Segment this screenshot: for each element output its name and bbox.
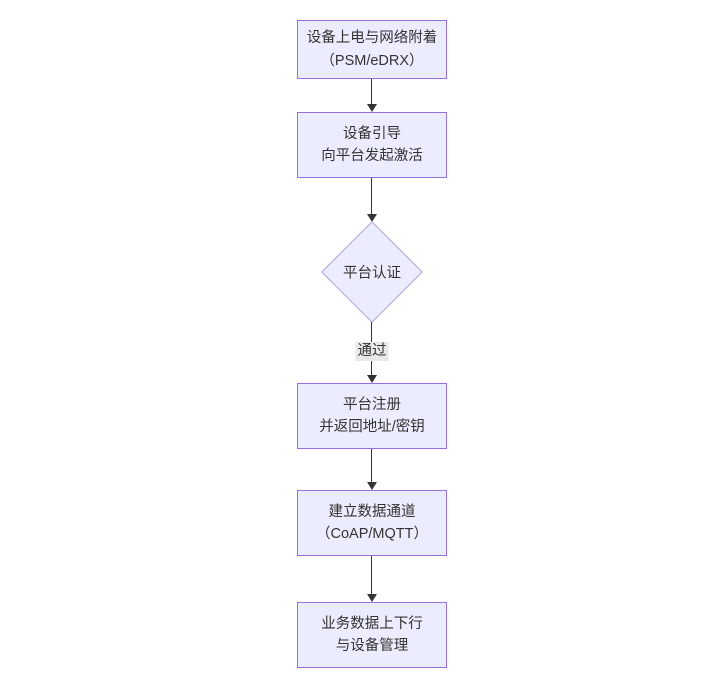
arrowhead-icon [367, 594, 377, 602]
node-label-line: 业务数据上下行 [321, 615, 423, 632]
edge-label-pass: 通过 [355, 342, 389, 361]
arrowhead-icon [367, 104, 377, 112]
edge-line [371, 449, 372, 482]
node-business-data: 业务数据上下行 与设备管理 [297, 602, 447, 668]
node-device-bootstrap: 设备引导 向平台发起激活 [297, 112, 447, 178]
edge-line [371, 178, 372, 216]
node-label-line: 与设备管理 [335, 638, 409, 654]
arrowhead-icon [367, 214, 377, 222]
node-data-channel: 建立数据通道 （CoAP/MQTT） [297, 490, 447, 556]
node-label-line: 设备上电与网络附着 [306, 30, 438, 47]
node-label-line: 向平台发起激活 [321, 148, 423, 164]
node-label-line: 建立数据通道 [328, 503, 416, 520]
arrowhead-icon [367, 375, 377, 383]
node-platform-register: 平台注册 并返回地址/密钥 [297, 383, 447, 449]
node-power-network-attach: 设备上电与网络附着 （PSM/eDRX） [297, 20, 447, 79]
arrowhead-icon [367, 482, 377, 490]
node-label-line: 平台注册 [343, 396, 401, 413]
edge-line [371, 79, 372, 106]
node-label-line: （PSM/eDRX） [320, 52, 424, 69]
node-label-line: 并返回地址/密钥 [319, 419, 425, 435]
node-label-line: （CoAP/MQTT） [316, 526, 428, 542]
node-label-line: 设备引导 [343, 125, 401, 142]
edge-line [371, 556, 372, 594]
decision-label: 平台认证 [343, 265, 401, 282]
